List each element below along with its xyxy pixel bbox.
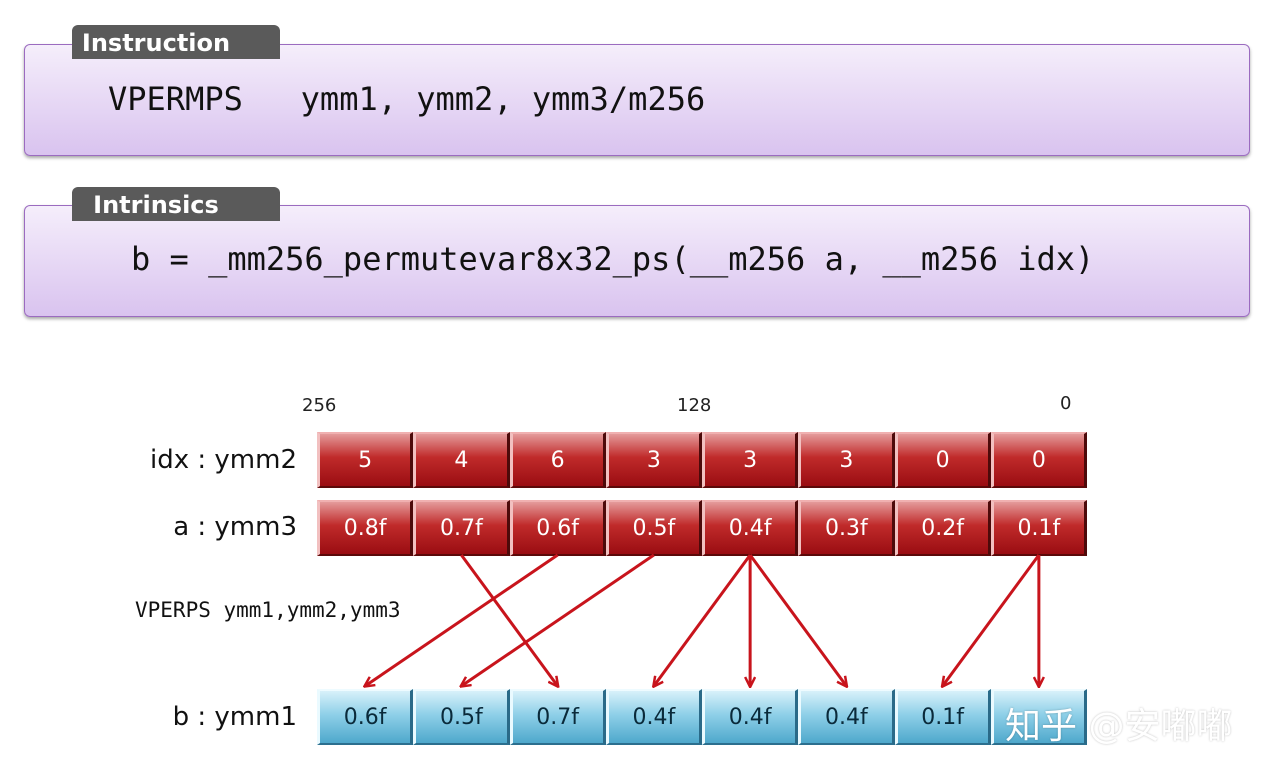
a-cell: 0.3f <box>798 500 895 556</box>
bit-label-256: 256 <box>302 395 337 416</box>
b-register: 0.6f 0.5f 0.7f 0.4f 0.4f 0.4f 0.1f <box>317 689 1087 745</box>
bit-label-0: 0 <box>1060 393 1072 414</box>
b-cell: 0.7f <box>509 689 606 745</box>
idx-register: 5 4 6 3 3 3 0 0 <box>317 432 1087 488</box>
idx-cell: 3 <box>605 432 702 488</box>
intrinsics-code: b = _mm256_permutevar8x32_ps(__m256 a, _… <box>131 240 1095 278</box>
b-cell: 0.1f <box>894 689 991 745</box>
idx-cell: 0 <box>894 432 991 488</box>
intrinsics-tag: Intrinsics <box>72 187 280 221</box>
b-cell: 0.5f <box>413 689 510 745</box>
idx-cell: 3 <box>702 432 799 488</box>
b-cell <box>990 689 1087 745</box>
permutation-arrow <box>748 554 846 686</box>
a-register: 0.8f 0.7f 0.6f 0.5f 0.4f 0.3f 0.2f 0.1f <box>317 500 1087 556</box>
b-register-label: b : ymm1 <box>172 702 297 732</box>
idx-cell: 3 <box>798 432 895 488</box>
permutation-arrow <box>943 554 1041 686</box>
b-cell: 0.4f <box>702 689 799 745</box>
idx-cell: 0 <box>990 432 1087 488</box>
a-cell: 0.8f <box>317 500 414 556</box>
b-cell: 0.6f <box>317 689 414 745</box>
permutation-arrow <box>365 553 559 686</box>
a-cell: 0.7f <box>413 500 510 556</box>
idx-cell: 4 <box>413 432 510 488</box>
intrinsics-panel <box>24 205 1250 317</box>
a-register-label: a : ymm3 <box>173 512 297 542</box>
bit-label-128: 128 <box>677 395 712 416</box>
idx-cell: 6 <box>509 432 606 488</box>
permutation-arrow <box>654 554 752 686</box>
a-cell: 0.2f <box>894 500 991 556</box>
permutation-arrow <box>461 553 655 686</box>
permutation-arrow <box>460 554 557 686</box>
a-cell: 0.6f <box>509 500 606 556</box>
instruction-tag: Instruction <box>72 25 280 59</box>
a-cell: 0.1f <box>990 500 1087 556</box>
b-cell: 0.4f <box>605 689 702 745</box>
idx-register-label: idx : ymm2 <box>150 445 297 475</box>
operation-label: VPERPS ymm1,ymm2,ymm3 <box>135 598 401 622</box>
instruction-panel <box>24 44 1250 156</box>
watermark: 知乎 @安嘟嘟 <box>1005 706 1233 747</box>
b-cell: 0.4f <box>798 689 895 745</box>
instruction-code: VPERMPS ymm1, ymm2, ymm3/m256 <box>108 80 706 118</box>
idx-cell: 5 <box>317 432 414 488</box>
